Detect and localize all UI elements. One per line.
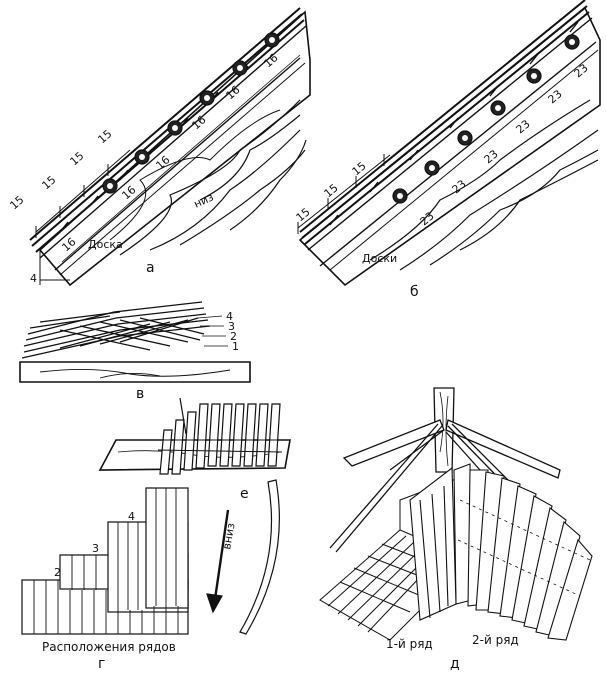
panel-g-labels: 2 3 4 Расположения рядов г (42, 510, 176, 672)
panel-b (297, 0, 601, 287)
panel-a (29, 7, 311, 287)
figure-letter: д (450, 656, 460, 672)
row-2-label: 2-й ряд (472, 633, 519, 647)
spacing-label: 15 (95, 127, 114, 146)
row-number: 2 (54, 566, 61, 579)
figure-letter: б (410, 284, 419, 300)
row-number: 3 (228, 320, 235, 333)
spacing-label: 15 (67, 149, 86, 168)
spacing-label: 15 (39, 173, 58, 192)
row-number: 4 (226, 310, 233, 323)
panel-e (98, 397, 291, 635)
panel-d (319, 387, 593, 641)
figure-letter: а (146, 260, 155, 276)
figure-letter: в (136, 386, 144, 402)
layout-caption: Расположения рядов (42, 640, 176, 654)
panel-e-labels: вниз е (220, 486, 248, 551)
row-1-label: 1-й ряд (386, 637, 433, 651)
spacing-label: 15 (350, 159, 369, 178)
row-number: 2 (230, 330, 237, 343)
panel-g (21, 487, 189, 635)
figure-letter: е (240, 486, 249, 502)
row-number: 1 (232, 340, 239, 353)
panel-v (19, 301, 251, 383)
board-label: Доска (88, 238, 123, 251)
spacing-label: 15 (322, 181, 341, 200)
small-label: 4 (30, 272, 37, 285)
row-number: 4 (128, 510, 135, 523)
figure-letter: г (98, 656, 105, 672)
spacing-label: 15 (294, 205, 313, 224)
row-number: 3 (92, 542, 99, 555)
spacing-label: 15 (7, 193, 26, 212)
direction-label: вниз (220, 522, 237, 551)
panel-v-labels: 4 3 2 1 в (136, 310, 239, 402)
panel-d-labels: 1-й ряд 2-й ряд д (386, 633, 519, 672)
board-label: Доски (362, 252, 397, 265)
